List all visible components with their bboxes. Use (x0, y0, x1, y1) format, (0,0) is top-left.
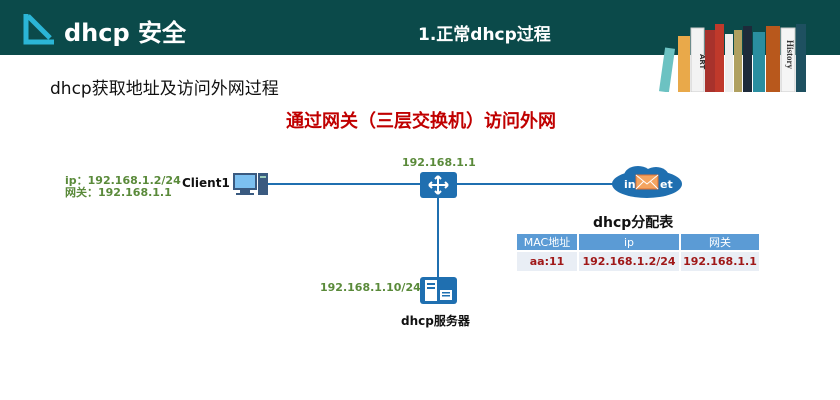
dhcp-allocation-table: MAC地址 ip 网关 aa:11 192.168.1.2/24 192.168… (515, 232, 761, 273)
cell-mac: aa:11 (517, 252, 577, 271)
client-gateway: 网关：192.168.1.1 (65, 186, 172, 199)
link-switch-server (437, 198, 439, 278)
table-title: dhcp分配表 (593, 215, 674, 231)
dhcp-server-icon[interactable] (420, 277, 457, 304)
envelope-icon (635, 174, 659, 190)
switch-ip: 192.168.1.1 (402, 156, 476, 169)
column-header-mac: MAC地址 (517, 234, 577, 250)
column-header-ip: ip (579, 234, 679, 250)
table-row: aa:11 192.168.1.2/24 192.168.1.1 (517, 252, 759, 271)
diagram-title: 通过网关（三层交换机）访问外网 (286, 111, 556, 132)
book-art: ART (698, 54, 706, 69)
internet-cloud-icon[interactable]: in et (610, 163, 684, 201)
server-ip: 192.168.1.10/24 (320, 281, 421, 294)
book-history: History (785, 40, 795, 69)
link-switch-internet (456, 183, 614, 185)
cloud-label-left: in (624, 178, 636, 191)
slide-title: 1.正常dhcp过程 (418, 25, 551, 45)
section-subtitle: dhcp获取地址及访问外网过程 (50, 79, 279, 99)
cell-ip: 192.168.1.2/24 (579, 252, 679, 271)
client-ip: ip：192.168.1.2/24 (65, 174, 181, 187)
link-client-switch (268, 183, 420, 185)
logo-text: dhcp 安全 (64, 19, 187, 47)
books-illustration: ART History (658, 24, 806, 92)
cloud-label-right: et (660, 178, 673, 191)
cell-gateway: 192.168.1.1 (681, 252, 759, 271)
client-name: Client1 (182, 176, 230, 190)
server-name: dhcp服务器 (401, 314, 470, 328)
computer-icon[interactable] (232, 172, 270, 196)
layer3-switch-icon[interactable] (420, 172, 457, 198)
table-header-row: MAC地址 ip 网关 (517, 234, 759, 250)
arrow-down-right-icon (23, 14, 54, 45)
column-header-gateway: 网关 (681, 234, 759, 250)
